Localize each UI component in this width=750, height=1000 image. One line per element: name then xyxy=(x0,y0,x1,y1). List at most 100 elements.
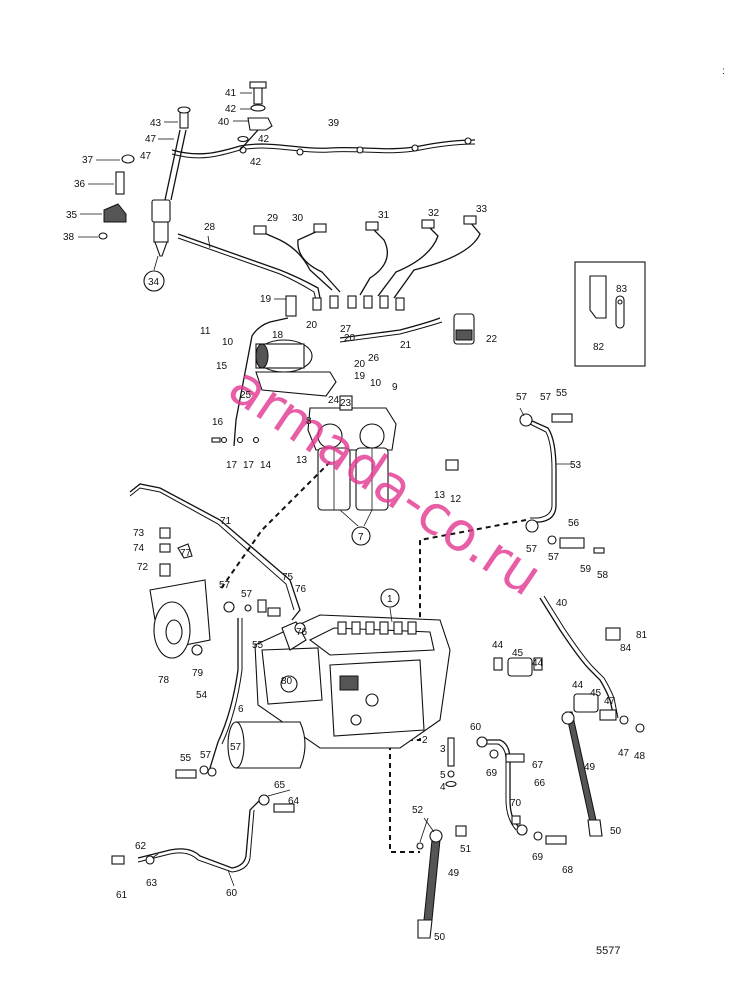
callout-81: 81 xyxy=(636,630,648,641)
callout-71: 71 xyxy=(220,516,232,527)
callout-49: 49 xyxy=(448,868,460,879)
callout-27: 27 xyxy=(340,324,352,335)
callout-77: 77 xyxy=(180,548,192,559)
pipe-60 xyxy=(111,794,295,873)
callout-19: 19 xyxy=(354,371,366,382)
callout-2: 2 xyxy=(422,735,428,746)
callout-51: 51 xyxy=(460,844,472,855)
callout-20: 20 xyxy=(354,359,366,370)
callout-17: 17 xyxy=(226,460,238,471)
callout-42: 42 xyxy=(250,157,262,168)
callout-54: 54 xyxy=(196,690,208,701)
callout-70: 70 xyxy=(510,798,522,809)
callout-28: 28 xyxy=(204,222,216,233)
callout-78: 78 xyxy=(158,675,170,686)
callout-16: 16 xyxy=(212,417,224,428)
callout-57: 57 xyxy=(200,750,212,761)
callout-circle-34 xyxy=(143,270,165,292)
callout-57: 57 xyxy=(516,392,528,403)
callout-63: 63 xyxy=(146,878,158,889)
callout-24: 24 xyxy=(328,395,340,406)
callout-1: 1 xyxy=(387,594,393,605)
callout-48: 48 xyxy=(634,751,646,762)
callout-26: 26 xyxy=(368,353,380,364)
callout-79: 79 xyxy=(192,668,204,679)
callout-82: 82 xyxy=(593,342,605,353)
callout-80: 80 xyxy=(281,676,293,687)
callout-55: 55 xyxy=(180,753,192,764)
callout-30: 30 xyxy=(292,213,304,224)
callout-65: 65 xyxy=(274,780,286,791)
callout-42: 42 xyxy=(225,104,237,115)
callout-circle-1 xyxy=(380,588,400,608)
callout-circle-7 xyxy=(351,526,371,546)
callout-60: 60 xyxy=(470,722,482,733)
callout-40: 40 xyxy=(218,117,230,128)
callout-52: 52 xyxy=(412,805,424,816)
callout-3: 3 xyxy=(440,744,446,755)
callout-13: 13 xyxy=(434,490,446,501)
callout-45: 45 xyxy=(512,648,524,659)
leader-lines xyxy=(78,92,574,887)
callout-20: 20 xyxy=(306,320,318,331)
callout-44: 44 xyxy=(572,680,584,691)
callout-15: 15 xyxy=(216,361,228,372)
callout-55: 55 xyxy=(556,388,568,399)
injection-pipes xyxy=(177,215,481,311)
callout-62: 62 xyxy=(135,841,147,852)
hoses-49 xyxy=(416,711,603,939)
callout-6: 6 xyxy=(238,704,244,715)
injector xyxy=(98,106,191,257)
callout-57: 57 xyxy=(219,580,231,591)
callout-57: 57 xyxy=(540,392,552,403)
callout-66: 66 xyxy=(534,778,546,789)
callout-76: 76 xyxy=(295,584,307,595)
callout-47: 47 xyxy=(145,134,157,145)
callout-72: 72 xyxy=(137,562,149,573)
callout-60: 60 xyxy=(226,888,238,899)
callout-50: 50 xyxy=(610,826,622,837)
watermark: armada-co.ru xyxy=(218,354,554,609)
callout-49: 49 xyxy=(584,762,596,773)
pipe-40 xyxy=(493,595,645,733)
callout-57: 57 xyxy=(230,742,242,753)
callout-37: 37 xyxy=(82,155,94,166)
callout-7: 7 xyxy=(358,532,364,543)
callout-53: 53 xyxy=(570,460,582,471)
callout-12: 12 xyxy=(450,494,462,505)
callout-10: 10 xyxy=(222,337,234,348)
callout-84: 84 xyxy=(620,643,632,654)
callout-42: 42 xyxy=(258,134,270,145)
pipes-71-54 xyxy=(129,483,306,779)
callout-36: 36 xyxy=(74,179,86,190)
callout-83: 83 xyxy=(616,284,628,295)
callout-10: 10 xyxy=(370,378,382,389)
callout-39: 39 xyxy=(328,118,340,129)
callout-44: 44 xyxy=(532,658,544,669)
callout-73: 73 xyxy=(133,528,145,539)
callout-11: 11 xyxy=(200,326,211,337)
callout-50: 50 xyxy=(434,932,446,943)
callout-labels: 41 42 40 42 42 39 43 47 47 37 36 35 38 3… xyxy=(63,88,648,943)
callout-68: 68 xyxy=(562,865,574,876)
callout-57: 57 xyxy=(548,552,560,563)
callout-75: 75 xyxy=(282,572,294,583)
callout-74: 74 xyxy=(133,543,145,554)
callout-9: 9 xyxy=(392,382,398,393)
callout-33: 33 xyxy=(476,204,488,215)
fuel-line-53 xyxy=(519,413,605,554)
callout-47: 47 xyxy=(618,748,630,759)
callout-5: 5 xyxy=(440,770,446,781)
callout-35: 35 xyxy=(66,210,78,221)
callout-34: 34 xyxy=(148,277,160,288)
fuel-filter-assembly xyxy=(211,295,475,511)
corner-mark: : xyxy=(722,66,725,77)
callout-25: 25 xyxy=(240,390,252,401)
callout-47: 47 xyxy=(140,151,152,162)
callout-41: 41 xyxy=(225,88,237,99)
pump-accessories xyxy=(149,527,306,769)
callout-64: 64 xyxy=(288,796,300,807)
callout-4: 4 xyxy=(440,782,446,793)
callout-44: 44 xyxy=(492,640,504,651)
injection-pump xyxy=(254,614,451,749)
